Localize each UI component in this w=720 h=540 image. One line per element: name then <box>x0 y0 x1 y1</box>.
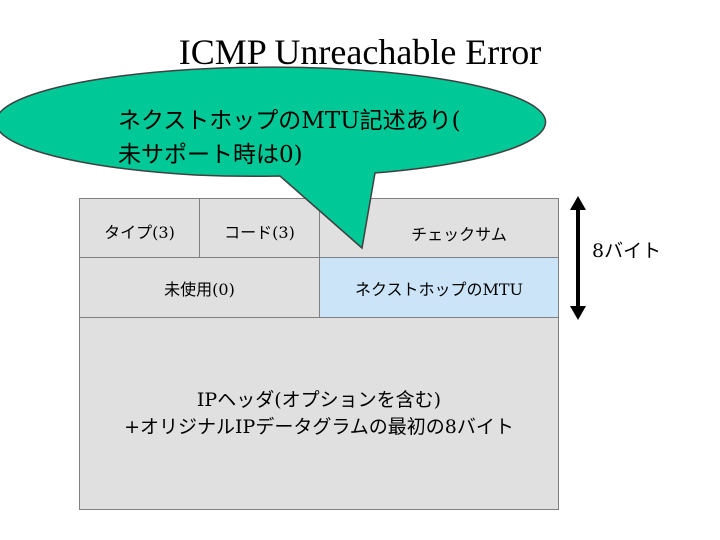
size-arrow <box>570 196 586 320</box>
type-field-label: タイプ(3) <box>104 223 175 242</box>
next-hop-mtu-field: ネクストホップのMTU <box>319 257 559 318</box>
callout-balloon <box>0 66 547 250</box>
size-label: 8バイト <box>592 240 662 262</box>
next-hop-mtu-field-label: ネクストホップのMTU <box>354 279 524 299</box>
ip-header-data-field: IPヘッダ(オプションを含む) +オリジナルIPデータグラムの最初の8バイト <box>79 317 559 510</box>
checksum-field-label: チェックサム <box>411 225 507 244</box>
type-field: タイプ(3) <box>79 198 200 258</box>
code-field-label: コード(3) <box>224 223 295 242</box>
diagram-title: ICMP Unreachable Error <box>178 32 542 72</box>
callout-line-2: 未サポート時は0) <box>118 142 303 168</box>
callout-line-1: ネクストホップのMTU記述あり( <box>118 108 461 134</box>
unused-field-label: 未使用(0) <box>164 279 235 299</box>
callout-text: ネクストホップのMTU記述あり( 未サポート時は0) <box>118 104 518 172</box>
original-datagram-line: +オリジナルIPデータグラムの最初の8バイト <box>124 415 514 438</box>
ip-header-line: IPヘッダ(オプションを含む) <box>196 388 442 411</box>
